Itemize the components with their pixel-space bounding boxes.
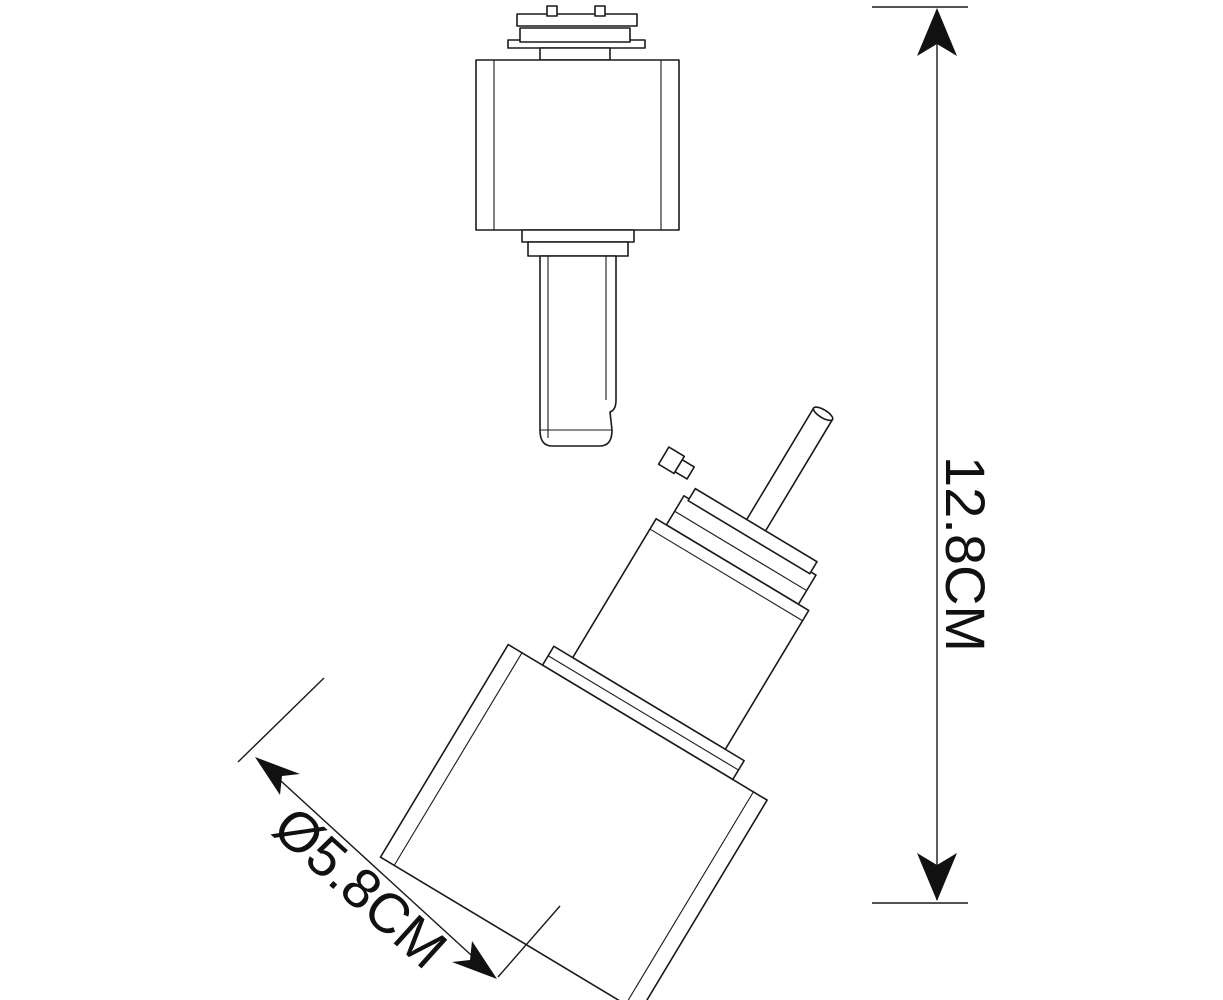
height-label: 12.8CM (934, 456, 997, 652)
diameter-dimension-line (257, 759, 495, 977)
diameter-extension-line-left (237, 677, 325, 763)
rear-rod (739, 406, 834, 542)
lamp-head (379, 406, 834, 1000)
lamp-shade (379, 643, 768, 1000)
diameter-extension-line-right (497, 905, 561, 978)
diameter-arrow-right (452, 941, 497, 979)
track-adapter (475, 5, 680, 447)
height-arrow-top (917, 8, 957, 56)
adapter-neck (521, 229, 635, 257)
rear-cap (665, 487, 818, 606)
adapter-connector-pins (507, 5, 646, 61)
height-dimension: 12.8CM (872, 6, 997, 904)
adapter-body (475, 59, 680, 231)
height-arrow-bottom (917, 853, 957, 901)
pivot-joint (657, 446, 696, 480)
diameter-arrow-left (255, 757, 300, 795)
adapter-stem (539, 255, 617, 447)
